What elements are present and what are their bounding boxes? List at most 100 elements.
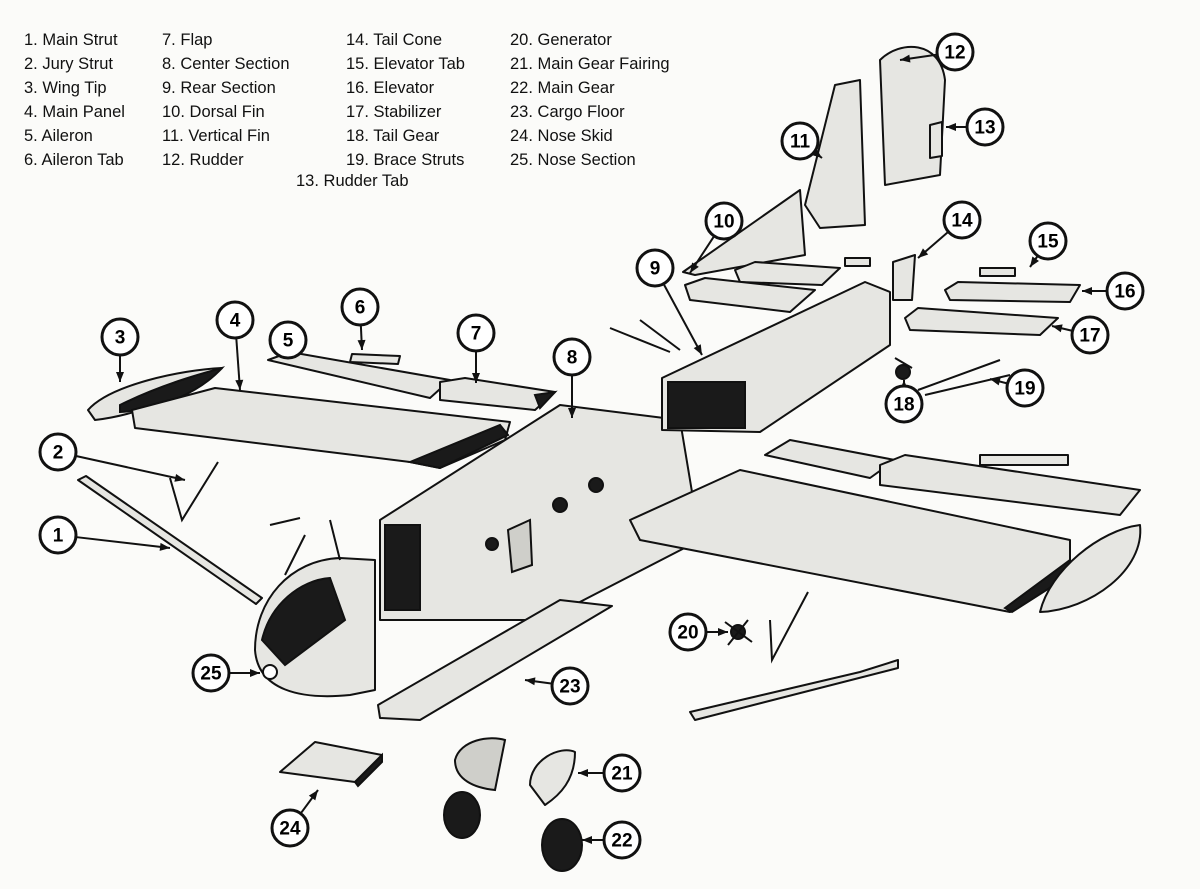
arrowhead	[174, 473, 185, 482]
main-panel-left-tip	[406, 423, 510, 470]
callout-21: 21	[578, 753, 642, 793]
main-strut-right	[689, 659, 899, 721]
main-strut-left	[77, 475, 263, 605]
callout-circle	[215, 300, 255, 340]
callout-number: 12	[944, 43, 965, 64]
callout-circle	[100, 317, 140, 357]
callout-number: 13	[974, 118, 995, 139]
legend-number: 16.	[346, 79, 369, 97]
callout-circle	[780, 121, 820, 161]
cargo-floor	[377, 599, 613, 721]
callout-19: 19	[989, 368, 1045, 408]
window-3	[485, 537, 499, 551]
legend-item-11: 11. Vertical Fin	[162, 124, 290, 148]
legend-label: Main Panel	[42, 103, 125, 121]
callout-number: 5	[283, 331, 294, 352]
legend-label: Nose Skid	[537, 127, 613, 145]
legend-number: 22.	[510, 79, 533, 97]
callout-number: 14	[951, 211, 973, 232]
aileron-right	[764, 439, 896, 479]
legend-item-25: 25. Nose Section	[510, 148, 670, 172]
leader-line	[663, 284, 703, 356]
callout-circle	[884, 384, 924, 424]
legend-item-20: 20. Generator	[510, 28, 670, 52]
arrowhead	[472, 373, 480, 383]
legend-label: Jury Strut	[42, 55, 113, 73]
dorsal-fin	[682, 189, 806, 276]
legend-label: Rudder Tab	[323, 172, 409, 190]
aileron-tab-left	[349, 353, 401, 365]
callout-number: 18	[893, 395, 914, 416]
legend-number: 3.	[24, 79, 38, 97]
nose-cap	[262, 664, 278, 680]
legend-number: 13.	[296, 172, 319, 190]
callout-1: 1	[38, 515, 171, 555]
flap-left-tip	[533, 390, 558, 410]
legend-label: Generator	[537, 31, 612, 49]
callout-22: 22	[582, 820, 642, 860]
callout-circle	[635, 248, 675, 288]
callout-circle	[602, 820, 642, 860]
callout-number: 9	[650, 259, 661, 280]
window-2	[588, 477, 604, 493]
callout-circle	[668, 612, 708, 652]
main-gear-right-wheel	[541, 818, 583, 872]
callout-circle	[550, 666, 590, 706]
elevator-tab-right	[979, 267, 1016, 277]
callout-number: 8	[567, 348, 578, 369]
arrowhead	[1030, 256, 1039, 267]
callout-24: 24	[270, 789, 319, 848]
callout-number: 3	[115, 328, 126, 349]
arrowhead	[690, 262, 699, 273]
legend-label: Main Gear Fairing	[537, 55, 670, 73]
legend-item-14: 14. Tail Cone	[346, 28, 465, 52]
callout-circle	[456, 313, 496, 353]
jury-strut-right	[769, 591, 809, 664]
legend-item-23: 23. Cargo Floor	[510, 100, 670, 124]
callout-number: 16	[1114, 282, 1135, 303]
callout-number: 7	[471, 324, 482, 345]
callout-4: 4	[215, 300, 255, 391]
legend-label: Aileron Tab	[41, 151, 124, 169]
legend-label: Aileron	[41, 127, 93, 145]
door-panel	[506, 518, 534, 574]
legend-number: 23.	[510, 103, 533, 121]
stabilizer-left	[684, 277, 816, 313]
elevator-tab-left	[844, 257, 871, 267]
callout-number: 4	[230, 311, 241, 332]
legend-item-12: 12. Rudder	[162, 148, 290, 172]
brace-struts-right	[917, 359, 1011, 396]
legend-number: 20.	[510, 31, 533, 49]
legend-number: 10.	[162, 103, 185, 121]
callout-20: 20	[668, 612, 728, 652]
callout-circle	[270, 808, 310, 848]
legend-label: Rudder	[189, 151, 244, 169]
rudder	[879, 46, 946, 186]
callout-16: 16	[1082, 271, 1145, 311]
callout-number: 21	[611, 764, 633, 785]
callout-number: 19	[1014, 379, 1035, 400]
leader-line	[76, 536, 171, 549]
legend-label: Tail Cone	[373, 31, 443, 49]
gear-fairing-left	[453, 737, 507, 792]
callout-number: 20	[677, 623, 698, 644]
legend-number: 9.	[162, 79, 176, 97]
legend-label: Main Strut	[42, 31, 118, 49]
legend-item-9: 9. Rear Section	[162, 76, 290, 100]
leader-line	[76, 455, 186, 481]
legend-label: Elevator	[373, 79, 435, 97]
callout-11: 11	[780, 121, 823, 161]
legend-item-6: 6. Aileron Tab	[24, 148, 125, 172]
legend-number: 19.	[346, 151, 369, 169]
vertical-fin	[804, 79, 866, 229]
callout-circle	[38, 432, 78, 472]
legend-label: Main Gear	[537, 79, 615, 97]
legend-number: 1.	[24, 31, 38, 49]
callout-number: 1	[53, 526, 64, 547]
callout-circle	[268, 320, 308, 360]
legend-label: Wing Tip	[42, 79, 107, 97]
arrowhead	[693, 344, 702, 355]
legend-number: 11.	[162, 127, 184, 145]
rudder-tab	[929, 121, 943, 159]
